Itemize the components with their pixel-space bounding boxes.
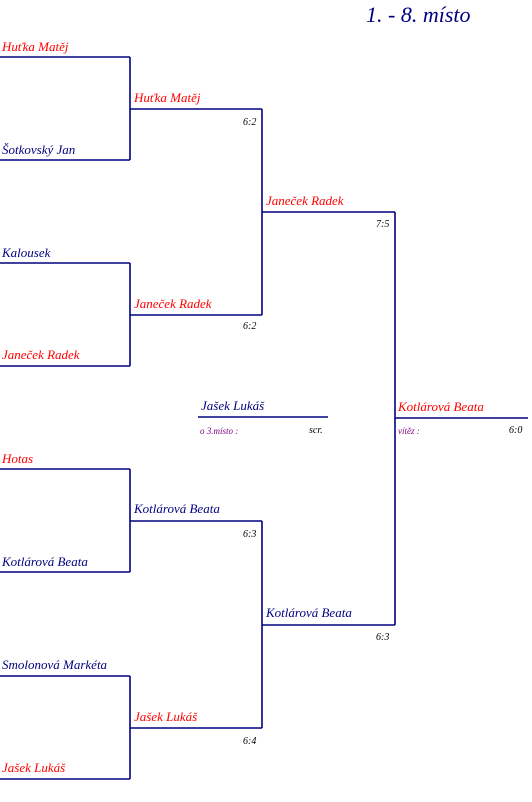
r3-winner-1: Janeček Radek bbox=[266, 193, 344, 208]
r2-winner-3: Kotlárová Beata bbox=[134, 501, 220, 516]
third-place-score: scr. bbox=[309, 425, 323, 436]
r2-score-3: 6:3 bbox=[243, 529, 257, 540]
r3-score-1: 7:5 bbox=[376, 219, 390, 230]
r1-player-1: Huťka Matěj bbox=[2, 39, 69, 54]
r1-player-5: Hotas bbox=[2, 451, 34, 466]
r1-player-6: Kotlárová Beata bbox=[2, 554, 88, 569]
r3-score-2: 6:3 bbox=[376, 632, 390, 643]
final-winner: Kotlárová Beata bbox=[398, 399, 484, 414]
final-label: vítěz : bbox=[398, 426, 420, 436]
third-place-name: Jašek Lukáš bbox=[201, 398, 265, 413]
r3-winner-2: Kotlárová Beata bbox=[266, 605, 352, 620]
r2-winner-4: Jašek Lukáš bbox=[134, 709, 198, 724]
r2-winner-2: Janeček Radek bbox=[134, 296, 212, 311]
r1-player-8: Jašek Lukáš bbox=[2, 760, 66, 775]
third-place-label: o 3.místo : bbox=[200, 426, 239, 436]
r2-score-1: 6:2 bbox=[243, 117, 257, 128]
final-score: 6:0 bbox=[509, 425, 523, 436]
r1-player-2: Šotkovský Jan bbox=[2, 142, 76, 157]
r2-winner-1: Huťka Matěj bbox=[134, 90, 201, 105]
r1-player-4: Janeček Radek bbox=[2, 347, 80, 362]
r1-player-7: Smolonová Markéta bbox=[2, 657, 108, 672]
r1-player-3: Kalousek bbox=[2, 245, 51, 260]
r2-score-2: 6:2 bbox=[243, 321, 257, 332]
r2-score-4: 6:4 bbox=[243, 736, 257, 747]
page-title: 1. - 8. místo bbox=[366, 2, 471, 27]
